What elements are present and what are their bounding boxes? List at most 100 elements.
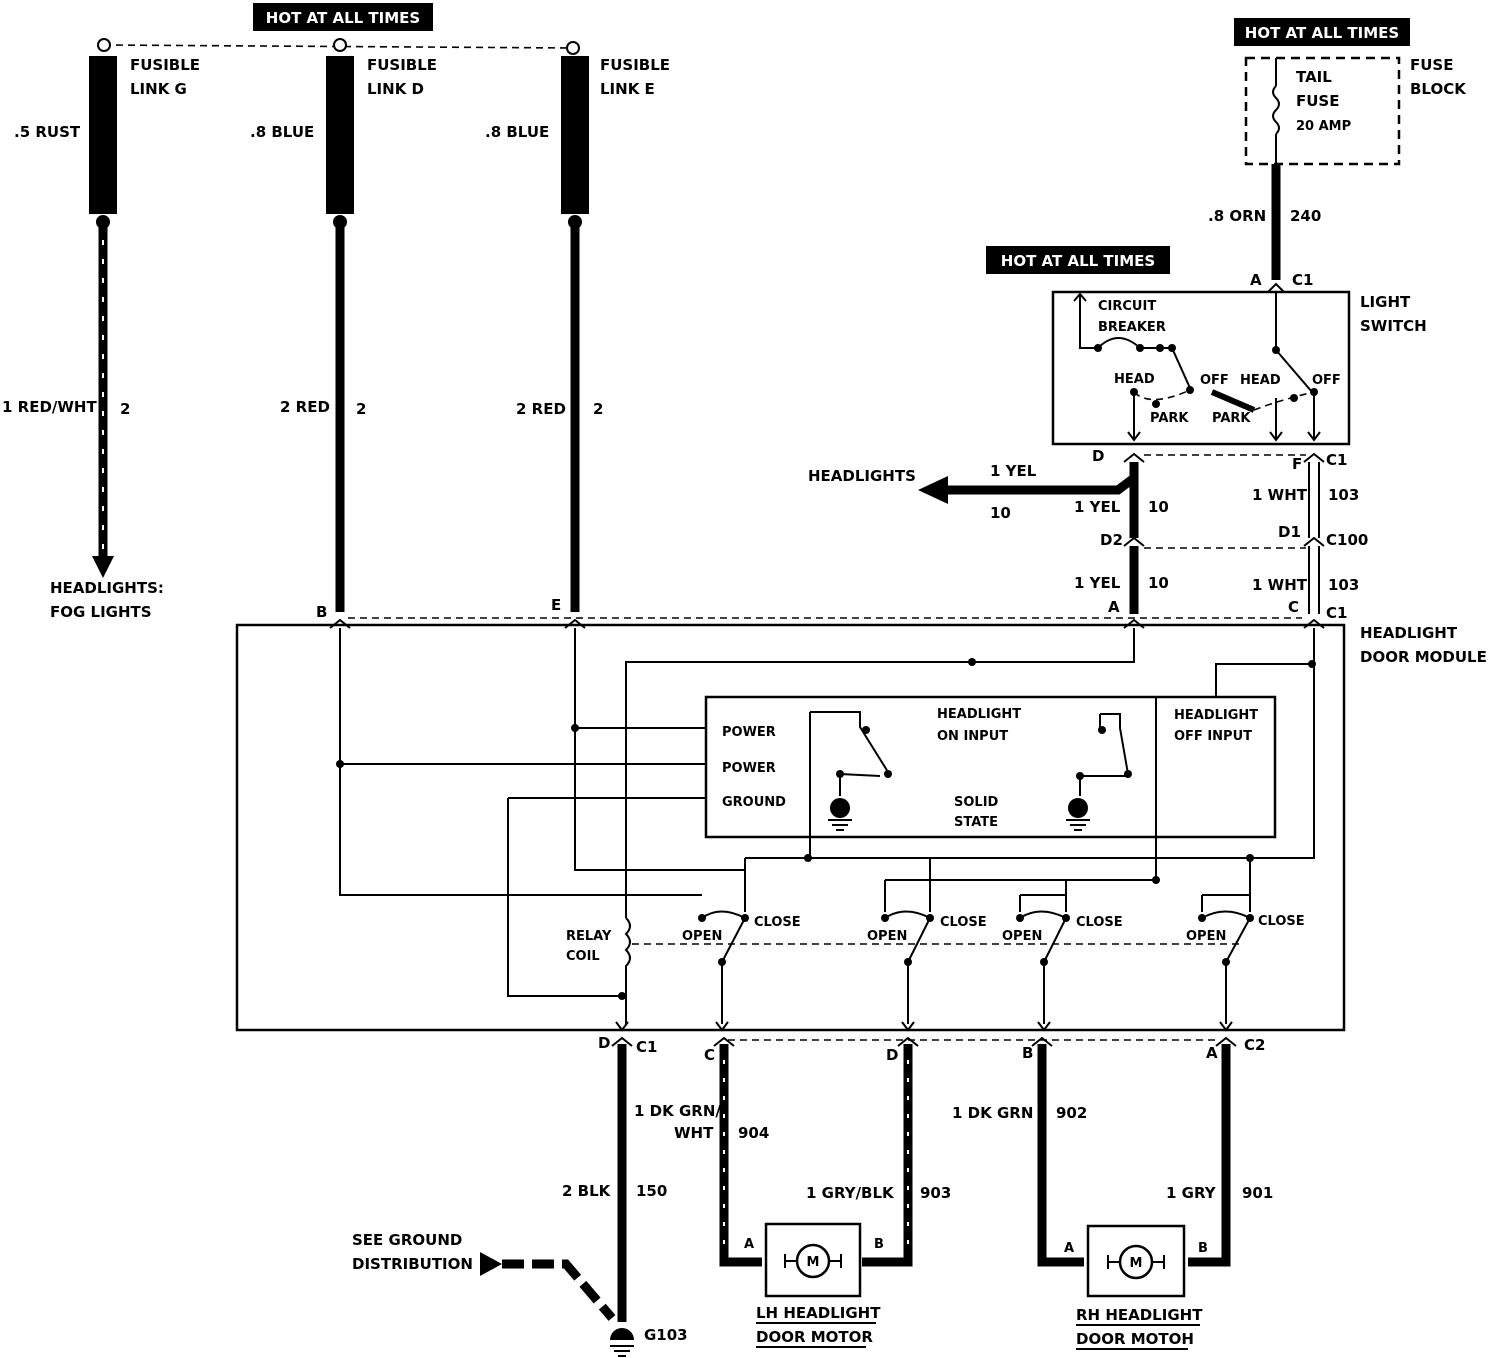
tail-fuse-symbol bbox=[1272, 85, 1280, 135]
rh-motor-label-1: RH HEADLIGHT bbox=[1076, 1306, 1203, 1324]
connector-c100: C100 bbox=[1326, 531, 1368, 549]
fusible-link-e-label-2: LINK E bbox=[600, 80, 655, 98]
pin-f-switch: F bbox=[1292, 455, 1302, 473]
light-switch-label-2: SWITCH bbox=[1360, 317, 1427, 335]
light-switch-group: HOT AT ALL TIMES A C1 LIGHT SWITCH CIRCU… bbox=[986, 246, 1427, 446]
wire-num-blk: 150 bbox=[636, 1182, 667, 1200]
wire-gry-blk bbox=[862, 1044, 913, 1267]
connector-c1-switch-bottom: C1 bbox=[1326, 451, 1347, 469]
wire-label-gry-blk: 1 GRY/BLK bbox=[806, 1184, 895, 1202]
wire-label-orn: .8 ORN bbox=[1208, 207, 1266, 225]
tail-fuse-label-1: TAIL bbox=[1296, 68, 1332, 86]
rh-motor-label-2: DOOR MOTOH bbox=[1076, 1330, 1194, 1348]
wire-label-rust: .5 RUST bbox=[14, 123, 81, 141]
hot-banner-right-text: HOT AT ALL TIMES bbox=[1245, 24, 1399, 42]
pin-d2: D2 bbox=[1100, 531, 1123, 549]
wire-label-dk-grn-wht-2: WHT bbox=[674, 1124, 714, 1142]
wire-label-yel-mid: 1 YEL bbox=[1074, 498, 1121, 516]
hot-banner-right bbox=[1234, 18, 1410, 46]
close-label-2: CLOSE bbox=[940, 915, 987, 930]
wire-label-red-wht: 1 RED/WHT bbox=[2, 398, 97, 416]
fusible-link-g-label-1: FUSIBLE bbox=[130, 56, 200, 74]
switch-internal-feed bbox=[1073, 292, 1277, 350]
pin-d1: D1 bbox=[1278, 523, 1301, 541]
fusible-link-e-label-1: FUSIBLE bbox=[600, 56, 670, 74]
pin-a-module: A bbox=[1108, 598, 1120, 616]
ground-label: GROUND bbox=[722, 795, 786, 810]
lh-motor-box bbox=[764, 1222, 862, 1298]
headlights-label: HEADLIGHTS bbox=[808, 467, 916, 485]
connector-c2: C2 bbox=[1244, 1036, 1265, 1054]
fuse-block-label-1: FUSE bbox=[1410, 56, 1453, 74]
wire-label-wht-top: 1 WHT bbox=[1252, 486, 1308, 504]
wire-num-yel-top: 10 bbox=[990, 504, 1011, 522]
close-label-1: CLOSE bbox=[754, 915, 801, 930]
fuse-block-group: HOT AT ALL TIMES TAIL FUSE 20 AMP FUSE B… bbox=[1208, 18, 1467, 280]
tail-fuse-rating: 20 AMP bbox=[1296, 119, 1351, 134]
wire-num-yel-mid: 10 bbox=[1148, 498, 1169, 516]
see-ground-label-2: DISTRIBUTION bbox=[352, 1255, 473, 1273]
see-ground-label-1: SEE GROUND bbox=[352, 1231, 462, 1249]
wire-label-blue-d: .8 BLUE bbox=[250, 123, 314, 141]
pin-a-switch: A bbox=[1250, 271, 1262, 289]
wire-num-dk-grn: 902 bbox=[1056, 1104, 1087, 1122]
switch-output-wires: D F C1 HEADLIGHTS 1 YEL 10 1 YEL 10 1 WH… bbox=[808, 447, 1368, 614]
wire-label-dk-grn-wht-1: 1 DK GRN/ bbox=[634, 1102, 721, 1120]
fusible-link-d-label-2: LINK D bbox=[367, 80, 424, 98]
pin-e-module: E bbox=[551, 596, 561, 614]
circuit-breaker-label-2: BREAKER bbox=[1098, 320, 1166, 335]
wire-dk-grn bbox=[1037, 1044, 1084, 1267]
hot-banner-mid-text: HOT AT ALL TIMES bbox=[1001, 252, 1155, 270]
power-label-1: POWER bbox=[722, 725, 776, 740]
light-switch bbox=[1051, 290, 1351, 446]
rh-motor-m: M bbox=[1130, 1256, 1143, 1271]
ground-g103-symbol bbox=[610, 1328, 634, 1340]
switch-park-label-2: PARK bbox=[1212, 411, 1251, 426]
on-input-label-1: HEADLIGHT bbox=[937, 707, 1021, 722]
headlights-fog-label-1: HEADLIGHTS: bbox=[50, 579, 164, 597]
lh-motor-label-2: DOOR MOTOR bbox=[756, 1328, 873, 1346]
relay-coil-symbol bbox=[624, 917, 631, 1024]
rh-motor-pin-a: A bbox=[1064, 1241, 1074, 1256]
wire-num-gry-blk: 903 bbox=[920, 1184, 951, 1202]
lh-motor-pin-a: A bbox=[744, 1237, 754, 1252]
wire-label-red-d: 2 RED bbox=[280, 398, 330, 416]
relay-coil-label-2: COIL bbox=[566, 949, 600, 964]
pin-b-module: B bbox=[316, 603, 327, 621]
fusible-links-group: HOT AT ALL TIMES FUSIBLE LINK G .5 RUST … bbox=[2, 3, 670, 621]
solid-state-box bbox=[704, 695, 1277, 839]
circuit-breaker-label-1: CIRCUIT bbox=[1098, 299, 1156, 314]
off-input-label-1: HEADLIGHT bbox=[1174, 708, 1258, 723]
off-input-label-2: OFF INPUT bbox=[1174, 729, 1252, 744]
open-label-4: OPEN bbox=[1186, 929, 1226, 944]
fuse-block bbox=[1244, 56, 1401, 166]
tail-fuse-label-2: FUSE bbox=[1296, 92, 1339, 110]
wire-num-red-e: 2 bbox=[593, 400, 603, 418]
pin-c-module: C bbox=[1288, 598, 1299, 616]
module-outline bbox=[235, 623, 1346, 1032]
fusible-link-e bbox=[561, 56, 589, 214]
hot-banner-left-text: HOT AT ALL TIMES bbox=[266, 9, 420, 27]
arrow-ground-distribution bbox=[480, 1252, 502, 1276]
on-input-label-2: ON INPUT bbox=[937, 729, 1008, 744]
wire-label-blk: 2 BLK bbox=[562, 1182, 612, 1200]
module-label-1: HEADLIGHT bbox=[1360, 624, 1458, 642]
arrow-to-headlights bbox=[918, 476, 948, 504]
wire-num-yel-bot: 10 bbox=[1148, 574, 1169, 592]
open-label-3: OPEN bbox=[1002, 929, 1042, 944]
fuse-block-label-2: BLOCK bbox=[1410, 80, 1467, 98]
pin-d-switch: D bbox=[1092, 447, 1104, 465]
solid-state-label-1: SOLID bbox=[954, 795, 999, 810]
switch-off-label-1: OFF bbox=[1200, 373, 1229, 388]
wire-label-yel-bot: 1 YEL bbox=[1074, 574, 1121, 592]
rh-motor-pin-b: B bbox=[1198, 1241, 1208, 1256]
pin-c-bottom: C bbox=[704, 1046, 715, 1064]
bottom-outputs: D C1 C D B A C2 2 BLK 150 SEE GROUND DIS… bbox=[352, 1034, 1273, 1357]
fusible-link-d bbox=[326, 56, 354, 214]
relay-coil-label-1: RELAY bbox=[566, 929, 612, 944]
switch-head-label-1: HEAD bbox=[1114, 372, 1155, 387]
wire-label-gry: 1 GRY bbox=[1166, 1184, 1217, 1202]
lh-motor-label-1: LH HEADLIGHT bbox=[756, 1304, 881, 1322]
pin-d-c1-bottom: D bbox=[598, 1034, 610, 1052]
